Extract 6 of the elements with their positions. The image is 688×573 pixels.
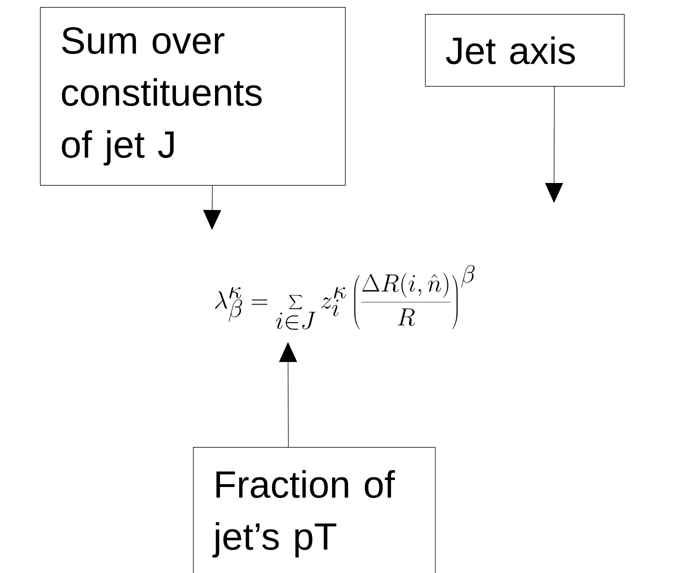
formula: $\lambda_\beta^\kappa = \sum_{i\in J} z_i^\kappa \left(\frac{\Delta R(i,\hat{n})}{R}\right)^\beta$ [215,264,475,330]
text-box: Fraction of jet’s pT [193,447,436,573]
text-box: Jet axis [425,14,625,87]
leader-line [203,185,222,230]
text-box: Sum over constituents of jet J [40,7,346,186]
leader-line [545,86,564,203]
